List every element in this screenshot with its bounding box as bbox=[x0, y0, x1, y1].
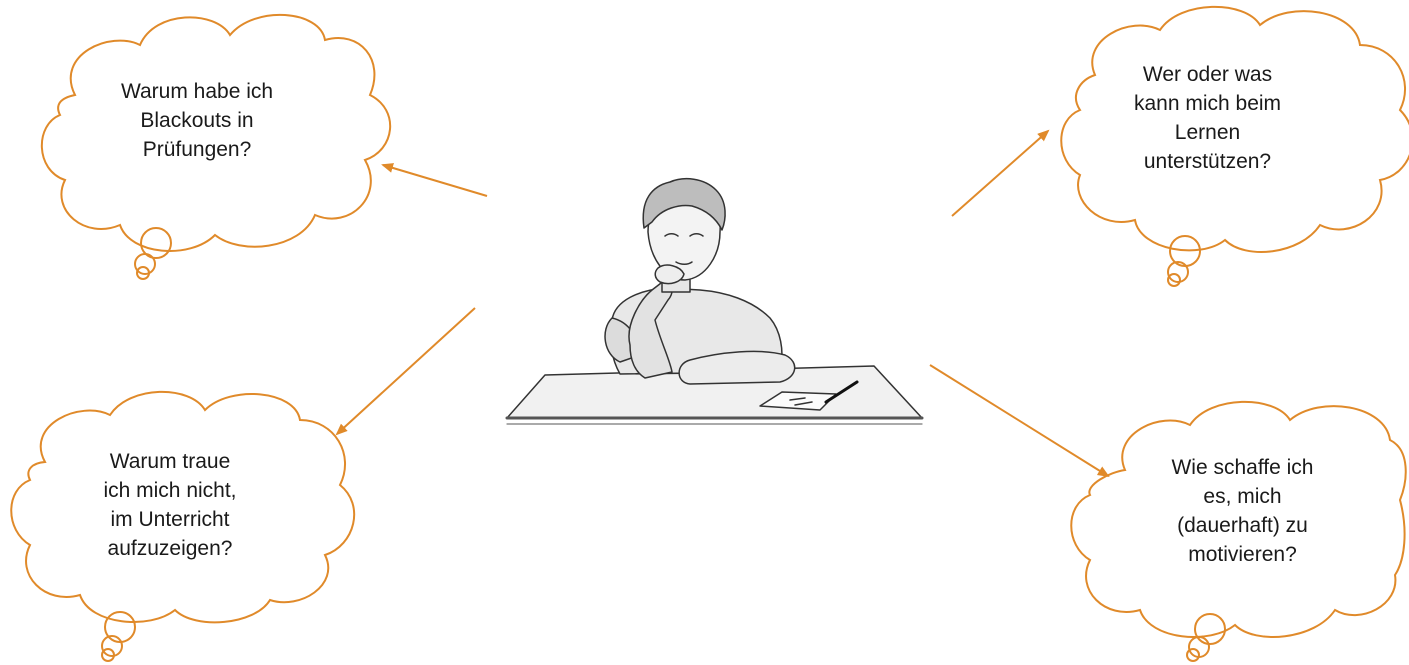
text-line: Lernen bbox=[1100, 118, 1315, 147]
text-line: aufzuzeigen? bbox=[60, 534, 280, 563]
text-line: (dauerhaft) zu bbox=[1130, 511, 1355, 540]
bubble-text-participation: Warum traue ich mich nicht, im Unterrich… bbox=[60, 447, 280, 563]
text-line: im Unterricht bbox=[60, 505, 280, 534]
bubble-text-blackouts: Warum habe ich Blackouts in Prüfungen? bbox=[92, 77, 302, 164]
bubble-text-motivation: Wie schaffe ich es, mich (dauerhaft) zu … bbox=[1130, 453, 1355, 569]
text-line: Wer oder was bbox=[1100, 60, 1315, 89]
text-line: Prüfungen? bbox=[92, 135, 302, 164]
text-line: Warum traue bbox=[60, 447, 280, 476]
text-line: Blackouts in bbox=[92, 106, 302, 135]
bubble-text-support: Wer oder was kann mich beim Lernen unter… bbox=[1100, 60, 1315, 176]
text-line: motivieren? bbox=[1130, 540, 1355, 569]
text-line: Warum habe ich bbox=[92, 77, 302, 106]
text-line: ich mich nicht, bbox=[60, 476, 280, 505]
text-line: es, mich bbox=[1130, 482, 1355, 511]
student-illustration bbox=[507, 179, 922, 424]
arrow-to-blackouts bbox=[383, 165, 487, 196]
text-line: kann mich beim bbox=[1100, 89, 1315, 118]
arrow-to-support bbox=[952, 131, 1048, 216]
arrow-to-motivation bbox=[930, 365, 1108, 476]
text-line: unterstützen? bbox=[1100, 147, 1315, 176]
text-line: Wie schaffe ich bbox=[1130, 453, 1355, 482]
arrow-to-participation bbox=[337, 308, 475, 434]
